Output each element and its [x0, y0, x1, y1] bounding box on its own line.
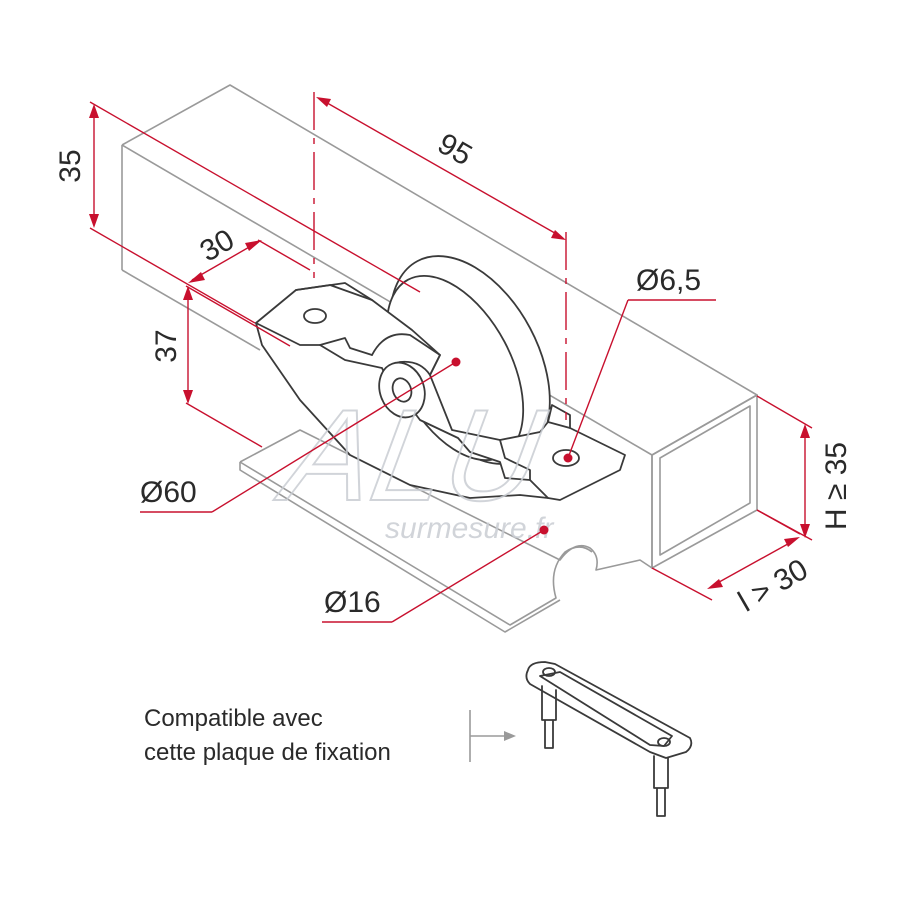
- dim-30-arrow-right: [245, 240, 262, 251]
- mounting-plate-hole-1: [542, 667, 556, 677]
- mounting-plate-body: [525, 661, 693, 759]
- note-line-1: Compatible avec: [144, 705, 323, 732]
- dim-37-label: 37: [150, 329, 183, 362]
- leader-16-dot: [539, 525, 549, 535]
- leader-6-5-dot: [563, 453, 573, 463]
- base-plate-outline: [239, 429, 653, 626]
- base-plate: [239, 429, 653, 633]
- wheel-diameter-label: Ø60: [140, 476, 197, 509]
- mounting-plate-inner: [539, 671, 673, 747]
- watermark-brand: ALU: [268, 382, 555, 528]
- leader-groove-diameter: Ø16: [322, 525, 549, 623]
- housing-top-edge: [295, 282, 373, 301]
- profile-top-inner-edge: [121, 144, 653, 456]
- dim-30-line: [191, 241, 259, 281]
- note-line-2: cette plaque de fixation: [144, 739, 391, 766]
- dim-95-arrow-right: [551, 230, 566, 240]
- dim-37-arrow-bottom: [183, 390, 193, 404]
- compatibility-note: Compatible avec cette plaque de fixation: [144, 705, 516, 766]
- dim-rail-height: H ≥ 35: [756, 395, 853, 541]
- dim-l-line: [711, 539, 796, 587]
- leader-hole-diameter: Ø6,5: [563, 264, 716, 463]
- leader-wheel-diameter: Ø60: [140, 357, 461, 513]
- dim-h-ext-top: [756, 395, 813, 429]
- dim-rail-width: l > 30: [651, 509, 814, 619]
- dim-95-label: 95: [432, 127, 477, 172]
- profile-front-end: [651, 394, 758, 569]
- groove-diameter-label: Ø16: [324, 586, 381, 619]
- dim-30-ext: [257, 239, 311, 271]
- dim-h-arrow-bottom: [800, 524, 810, 538]
- roller-housing: [255, 282, 626, 501]
- housing-step: [319, 337, 373, 356]
- leader-60-dot: [451, 357, 461, 367]
- dim-35-ext-top: [89, 101, 421, 293]
- rail-height-label: H ≥ 35: [820, 442, 853, 530]
- profile-front-inner: [659, 405, 751, 556]
- watermark-sub: surmesure.fr: [385, 512, 554, 545]
- dim-width-30: 30: [188, 223, 311, 283]
- dim-l-arrow-right: [784, 537, 800, 547]
- dim-37-ext-top: [185, 285, 291, 347]
- axle-hole: [391, 377, 413, 403]
- leader-16-line: [391, 529, 545, 623]
- mount-hole-front: [552, 449, 580, 467]
- dim-l-ext-left: [651, 567, 713, 601]
- dim-35-label: 35: [54, 149, 87, 182]
- dim-35-arrow-bottom: [89, 214, 99, 228]
- dim-95-arrow-left: [316, 97, 331, 107]
- dim-30-arrow-left: [188, 272, 205, 283]
- dim-height-35: 35: [54, 101, 421, 324]
- dim-35-ext-bottom: [89, 227, 256, 324]
- dim-95-line: [321, 99, 561, 237]
- rail-width-label: l > 30: [733, 553, 814, 619]
- profile-bottom-edge: [121, 269, 261, 351]
- dim-37-ext-bottom: [185, 402, 263, 448]
- note-arrow-head: [504, 731, 516, 741]
- dim-offset-37: 37: [150, 285, 291, 448]
- dim-30-label: 30: [195, 223, 240, 268]
- dim-h-arrow-top: [800, 424, 810, 438]
- hole-diameter-label: Ø6,5: [636, 264, 701, 297]
- housing-front-lower: [255, 322, 549, 499]
- mounting-plate-hole-2: [657, 737, 671, 747]
- mounting-plate-pin-2: [653, 755, 669, 817]
- watermark: ALU surmesure.fr: [267, 381, 556, 545]
- mounting-plate: [525, 661, 693, 817]
- mounting-plate-pin-1: [541, 685, 557, 749]
- leader-60-line: [211, 361, 457, 513]
- dim-l-ext-right: [756, 509, 801, 535]
- mount-hole-rear: [303, 308, 327, 324]
- dim-l-arrow-left: [707, 579, 723, 589]
- housing-front-notch: [499, 404, 571, 481]
- leader-6-5-line: [567, 299, 629, 459]
- dim-35-arrow-top: [89, 104, 99, 118]
- dim-37-arrow-top: [183, 286, 193, 300]
- base-plate-edge: [239, 462, 561, 633]
